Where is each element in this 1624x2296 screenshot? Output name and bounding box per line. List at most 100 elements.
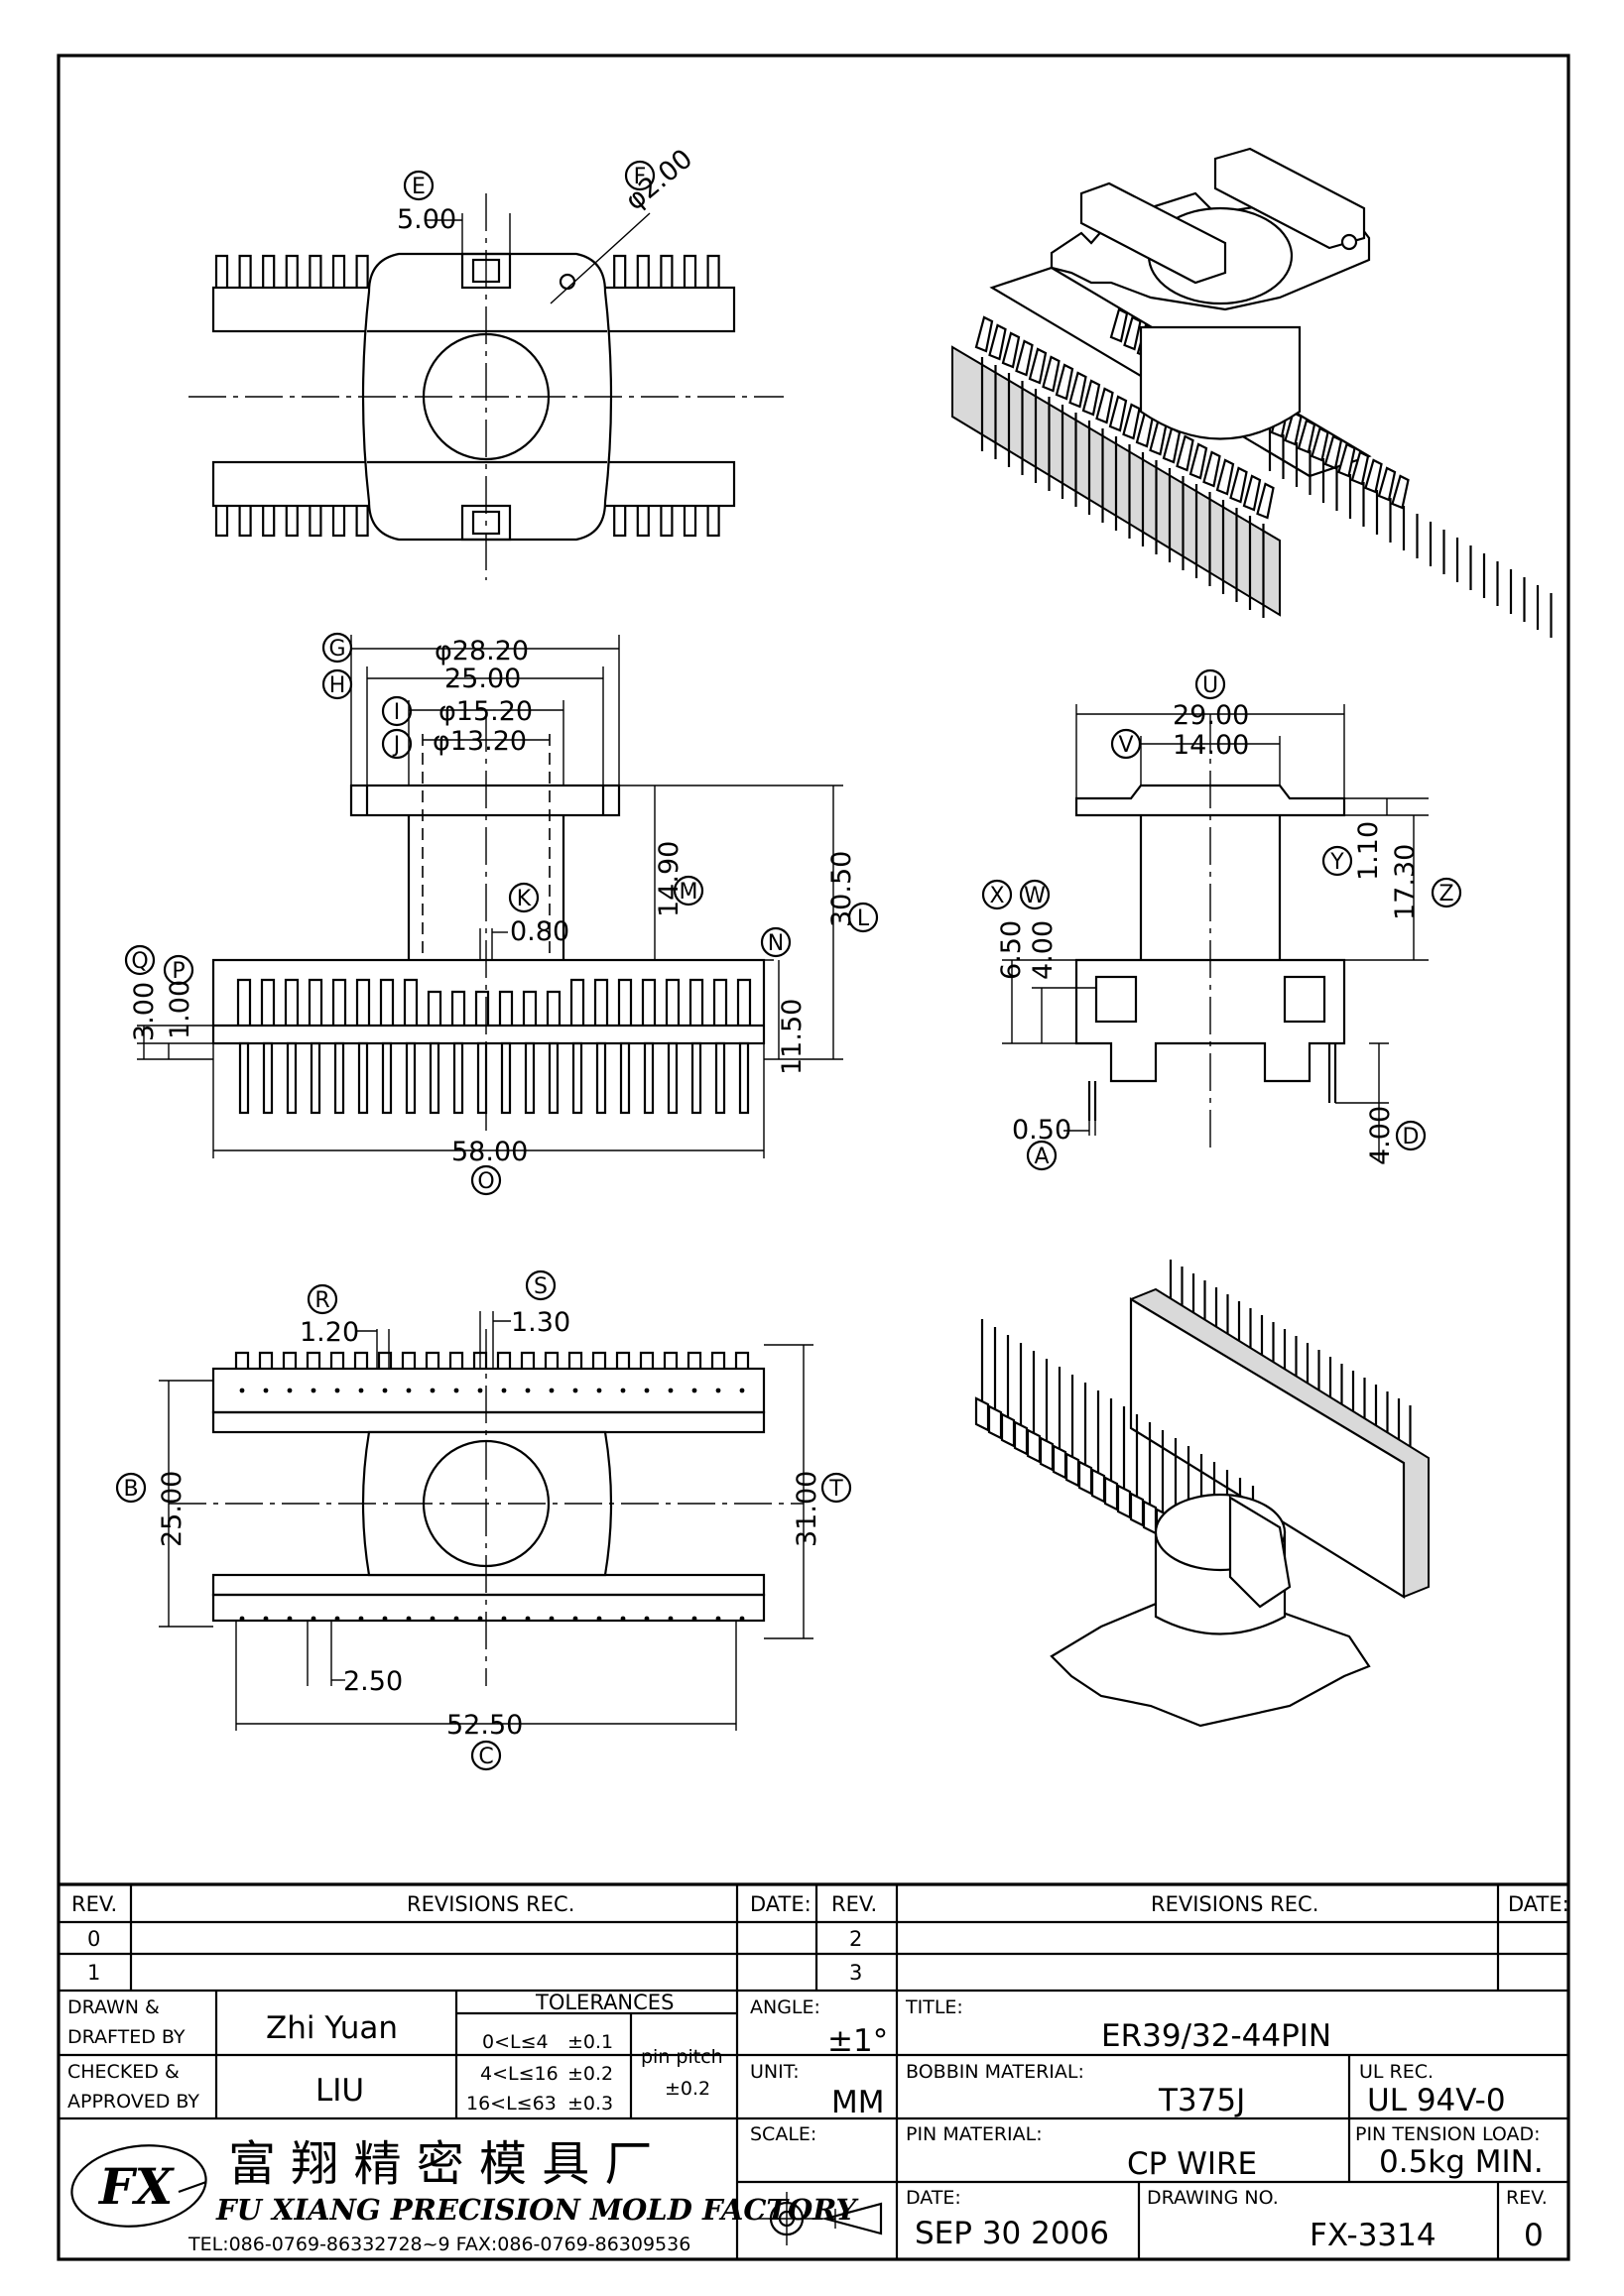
drawing-border	[57, 54, 1570, 2261]
drawn-by: Zhi Yuan	[266, 2010, 398, 2046]
dim-c: 52.50	[446, 1710, 523, 1741]
callout-z	[1431, 877, 1462, 908]
callout-u	[1194, 668, 1226, 700]
tolerances-label: TOLERANCES	[535, 1991, 674, 2014]
callout-letter: P	[172, 959, 185, 984]
projection-symbol	[758, 2192, 883, 2245]
pin-material-value: CP WIRE	[1127, 2146, 1257, 2182]
drawing-no-label: DRAWING NO.	[1147, 2187, 1279, 2209]
callout-o	[470, 1164, 502, 1196]
dim-g: φ28.20	[435, 636, 529, 666]
callout-v	[1110, 728, 1142, 760]
callout-b	[115, 1472, 147, 1504]
rev-value: 0	[1524, 2218, 1544, 2253]
dim-j: φ13.20	[433, 726, 527, 757]
checked-label-1: CHECKED &	[67, 2061, 180, 2083]
rev-left-1: 1	[87, 1961, 100, 1985]
dim-r: 1.20	[300, 1317, 359, 1348]
title-value: ER39/32-44PIN	[1101, 2018, 1331, 2054]
dim-s: 1.30	[511, 1307, 570, 1338]
tol-range-1: 4<L≤16	[480, 2063, 559, 2085]
dim-o: 58.00	[451, 1137, 528, 1167]
callout-j	[381, 728, 413, 760]
checked-label-2: APPROVED BY	[67, 2091, 199, 2113]
dim-b: 25.00	[157, 1471, 187, 1547]
callout-letter: H	[329, 673, 346, 698]
callout-letter: B	[123, 1477, 138, 1502]
dim-h: 25.00	[444, 664, 521, 694]
company-contact: TEL:086-0769-86332728~9 FAX:086-0769-863…	[187, 2234, 690, 2255]
callout-d	[1395, 1120, 1427, 1151]
company-chinese-name: 富 翔 精 密 模 具 厂	[228, 2136, 653, 2192]
callout-letter: U	[1202, 673, 1218, 698]
scale-label: SCALE:	[750, 2123, 816, 2145]
pin-pitch-label: pin pitch	[641, 2046, 723, 2068]
callout-w	[1019, 879, 1051, 910]
dim-n: 11.50	[777, 999, 808, 1075]
top-view: 5.00 φ2.00	[188, 144, 784, 580]
front-view: φ28.20 25.00 φ15.20 φ13.20 0.80 14.90 30…	[129, 635, 857, 1167]
callout-letter: S	[534, 1274, 548, 1299]
rev-right-2: 2	[849, 1927, 862, 1951]
callout-letter: W	[1024, 884, 1046, 908]
callout-m	[673, 875, 704, 906]
callout-letter: F	[634, 165, 647, 189]
dim-e: 5.00	[397, 204, 456, 235]
callout-letter: E	[412, 175, 426, 199]
dim-l: 30.50	[826, 851, 857, 927]
ul-rec-label: UL REC.	[1359, 2061, 1434, 2083]
callout-g	[321, 632, 353, 664]
dim-w: 4.00	[1028, 920, 1059, 980]
bobbin-material-label: BOBBIN MATERIAL:	[906, 2061, 1084, 2083]
tol-value-1: ±0.2	[567, 2063, 613, 2085]
drawn-label-1: DRAWN &	[67, 1996, 160, 2018]
dim-f: φ2.00	[620, 144, 699, 217]
fx-logo: FX	[70, 2144, 207, 2228]
callout-c	[470, 1740, 502, 1771]
svg-text:FX: FX	[97, 2157, 175, 2216]
dim-pitch: 2.50	[343, 1666, 403, 1697]
callout-r	[307, 1283, 338, 1315]
callout-x	[981, 879, 1013, 910]
callout-i	[381, 695, 413, 727]
dim-k: 0.80	[510, 916, 569, 947]
rev-header-right: REV.	[831, 1892, 877, 1916]
rev-header-left: REV.	[71, 1892, 117, 1916]
side-view: 29.00 14.00 1.10 17.30 6.50 4.00 0.50 4.…	[996, 700, 1429, 1165]
dim-d: 4.00	[1365, 1106, 1396, 1165]
dim-q: 3.00	[129, 982, 160, 1041]
pin-pitch-value: ±0.2	[665, 2078, 710, 2100]
callout-letter: C	[478, 1745, 493, 1769]
top-flange	[349, 784, 621, 817]
dim-y: 1.10	[1353, 821, 1384, 881]
callout-y	[1321, 845, 1353, 877]
callout-e	[403, 170, 435, 201]
pin-tension-label: PIN TENSION LOAD:	[1355, 2123, 1541, 2145]
unit-value: MM	[831, 2085, 885, 2120]
callout-s	[525, 1269, 557, 1301]
dim-z: 17.30	[1390, 844, 1421, 920]
rev-label: REV.	[1506, 2187, 1548, 2209]
drawn-label-2: DRAFTED BY	[67, 2026, 186, 2048]
callout-n	[760, 926, 792, 958]
angle-label: ANGLE:	[750, 1996, 820, 2018]
callout-letter: O	[477, 1169, 494, 1194]
callout-letter: X	[989, 884, 1004, 908]
dim-u: 29.00	[1173, 700, 1249, 731]
callout-letter: N	[768, 931, 784, 956]
callout-p	[163, 954, 194, 986]
angle-value: ±1°	[827, 2023, 888, 2059]
callout-letter: J	[392, 733, 401, 758]
callout-letter: R	[314, 1288, 329, 1313]
company-english-name: FU XIANG PRECISION MOLD FACTORY	[215, 2193, 859, 2227]
callout-letter: D	[1403, 1125, 1420, 1149]
callout-k	[508, 882, 540, 913]
callout-h	[321, 668, 353, 700]
tol-range-0: 0<L≤4	[482, 2031, 549, 2053]
revisions-table: REV. REVISIONS REC. DATE: REV. REVISIONS…	[59, 1884, 1569, 2259]
callout-l	[847, 902, 879, 933]
date-value: SEP 30 2006	[915, 2216, 1109, 2251]
dim-v: 14.00	[1173, 730, 1249, 761]
